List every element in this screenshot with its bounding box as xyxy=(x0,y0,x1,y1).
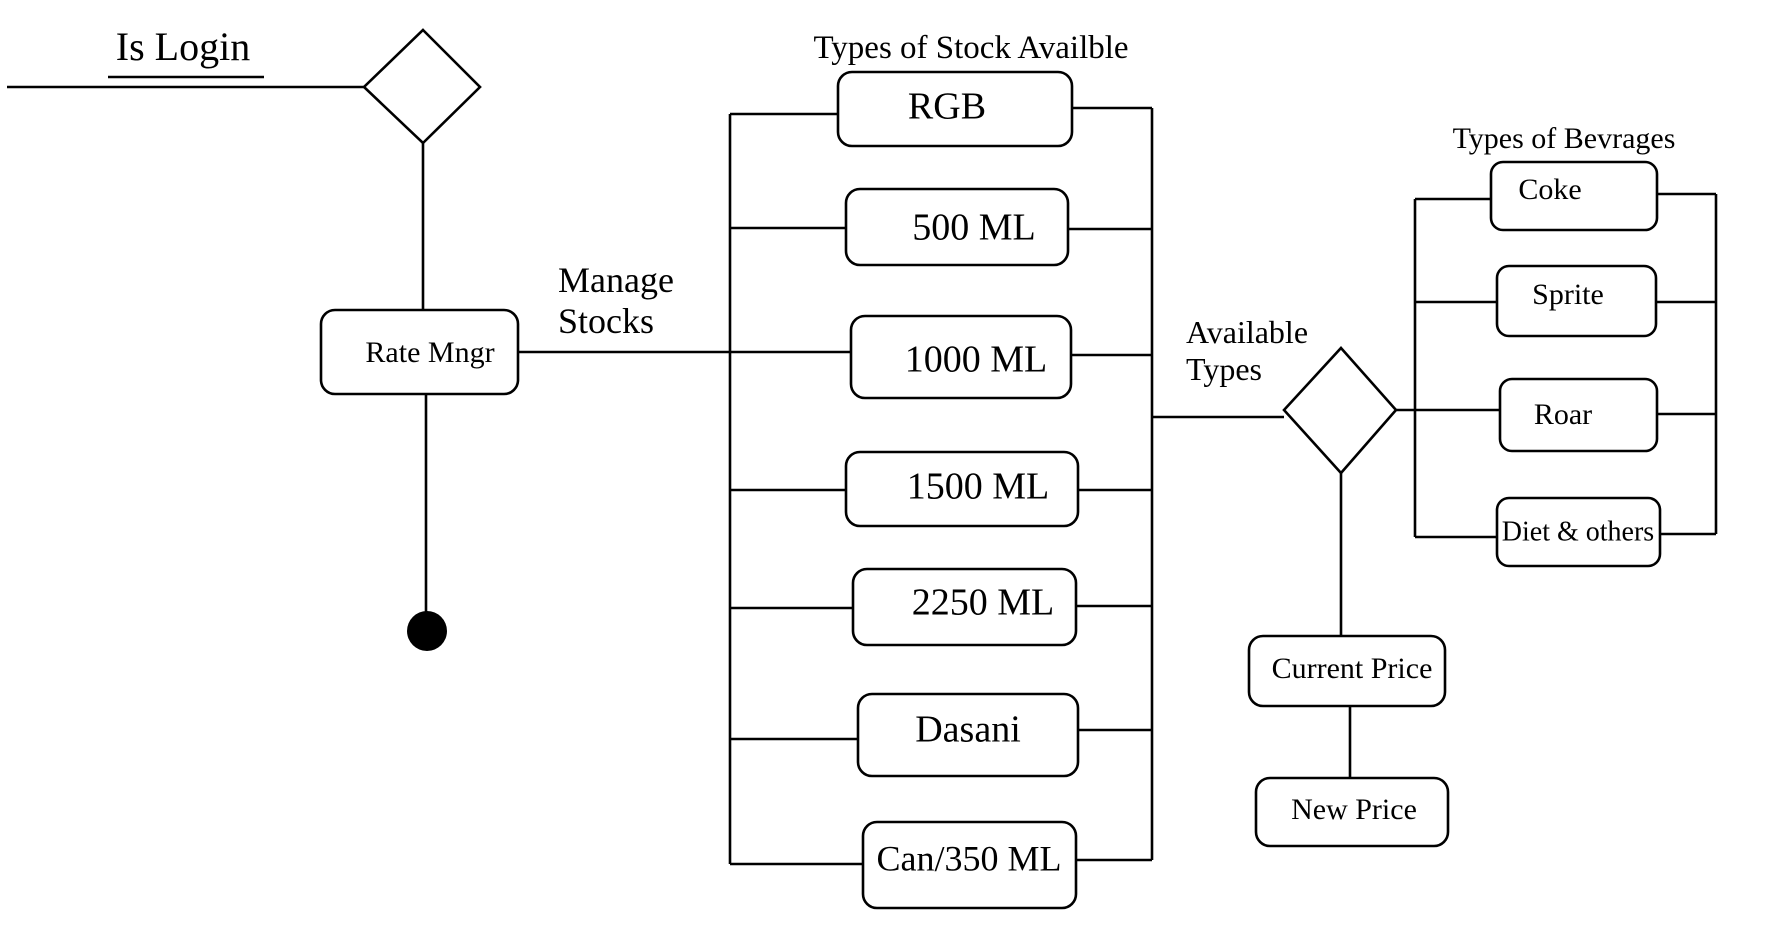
stock-label-rgb: RGB xyxy=(908,86,986,128)
beverage-label-sprite: Sprite xyxy=(1532,278,1604,311)
stock-node-1500ml xyxy=(844,450,1080,528)
beverages-title: Types of Bevrages xyxy=(1453,122,1676,155)
new-price-label: New Price xyxy=(1291,793,1417,826)
beverage-node-coke xyxy=(1489,160,1659,232)
beverage-node-sprite xyxy=(1495,264,1658,338)
stock-node-can-350ml xyxy=(861,820,1078,910)
stock-label-dasani: Dasani xyxy=(915,709,1021,751)
stock-node-rgb xyxy=(836,70,1074,148)
beverage-node-roar xyxy=(1498,377,1659,453)
beverage-node-diet-others xyxy=(1495,496,1662,568)
stock-node-500ml xyxy=(844,187,1070,267)
current-price-node xyxy=(1247,634,1447,708)
rate-manager-label: Rate Mngr xyxy=(365,336,494,369)
manage-stocks-label-line1: Manage xyxy=(558,260,674,300)
available-types-decision-diamond xyxy=(1282,346,1398,475)
manage-stocks-label-line2: Stocks xyxy=(558,301,654,341)
stock-label-500ml: 500 ML xyxy=(912,207,1036,249)
stock-label-1000ml: 1000 ML xyxy=(905,339,1048,381)
available-types-label-line1: Available xyxy=(1186,314,1308,350)
login-decision-diamond xyxy=(362,28,482,145)
stock-node-2250ml xyxy=(851,567,1078,647)
beverage-label-roar: Roar xyxy=(1534,398,1592,431)
stock-label-1500ml: 1500 ML xyxy=(907,466,1050,508)
stock-label-can-350ml: Can/350 ML xyxy=(877,838,1062,878)
stock-label-2250ml: 2250 ML xyxy=(912,582,1055,624)
stock-node-1000ml xyxy=(849,314,1073,400)
new-price-node xyxy=(1254,776,1450,848)
current-price-label: Current Price xyxy=(1272,652,1433,685)
beverage-label-coke: Coke xyxy=(1518,173,1581,206)
beverage-label-diet-others: Diet & others xyxy=(1502,516,1654,547)
available-types-label-line2: Types xyxy=(1186,351,1262,387)
stock-types-title: Types of Stock Availble xyxy=(813,30,1128,66)
final-state-node xyxy=(407,611,447,651)
stock-node-dasani xyxy=(856,692,1080,778)
is-login-label: Is Login xyxy=(116,24,250,69)
